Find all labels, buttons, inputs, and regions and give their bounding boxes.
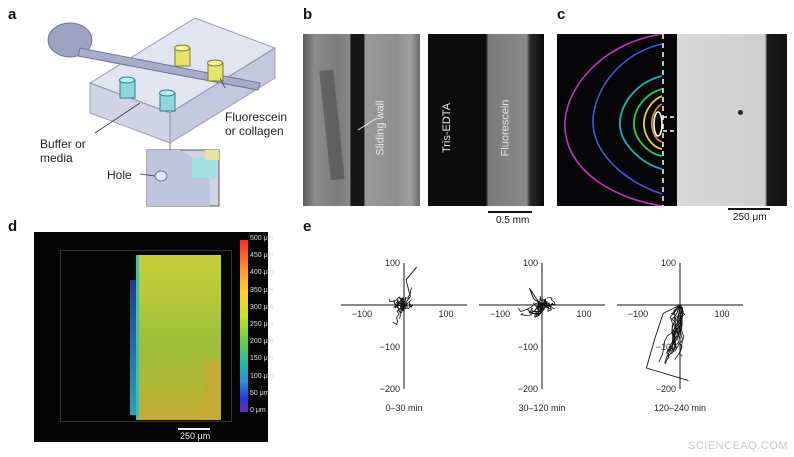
colorbar-tick-label: 400 μm <box>250 269 274 277</box>
y-tick-label: 100 <box>661 258 676 268</box>
colorbar-tick-label: 0 μm <box>250 407 266 414</box>
fluorescein-label-line2: or collagen <box>225 124 284 138</box>
fluorescein-image-label: Fluorescein <box>499 99 512 157</box>
3d-collagen-bulge <box>205 360 221 420</box>
time-window-caption: 120–240 min <box>654 403 706 413</box>
colorbar-tick-label: 50 μm <box>250 389 270 397</box>
scale-bar-c <box>728 208 770 210</box>
y-tick-label: 100 <box>523 258 538 268</box>
colorbar-tick-label: 100 μm <box>250 372 274 380</box>
cell-trajectory <box>664 304 683 364</box>
cell-trajectory <box>667 304 681 359</box>
3d-render-box-outline <box>60 250 232 422</box>
sliding-wall-micrograph <box>303 34 420 206</box>
cell-trajectory <box>398 297 406 306</box>
fluorescein-label-line1: Fluorescein <box>225 110 288 124</box>
panel-e-label: e <box>303 218 312 235</box>
cell-trajectory <box>541 302 556 312</box>
hole-label: Hole <box>107 168 132 182</box>
y-tick-label: −200 <box>518 384 538 394</box>
cell-trajectory <box>658 304 681 363</box>
panel-c-label: c <box>557 6 566 23</box>
cell-trajectory <box>527 304 543 314</box>
trajectory-plots: −100 100 100 −100 −200 0–30 min −100 100 100 −100… <box>341 258 743 413</box>
sliding-wall-pointer <box>357 117 378 131</box>
cell-trajectory <box>518 302 543 312</box>
3d-blue-edge <box>130 280 136 415</box>
cell-trajectory <box>672 304 686 353</box>
buffer-label-line2: media <box>40 151 73 165</box>
depth-colorbar <box>240 240 248 412</box>
particle-dot <box>738 110 743 115</box>
cell-trajectory <box>670 304 681 355</box>
buffer-label-line1: Buffer or <box>40 137 86 151</box>
x-tick-label: −100 <box>352 309 372 319</box>
scale-label-c: 250 μm <box>733 212 767 223</box>
time-window-caption: 30–120 min <box>518 403 565 413</box>
cell-trajectory <box>528 304 543 316</box>
cell-trajectory <box>403 302 414 310</box>
scale-label-d: 250 μm <box>180 431 211 441</box>
panel-a-label: a <box>8 6 17 23</box>
cell-trajectory <box>394 302 405 310</box>
y-tick-label: 100 <box>385 258 400 268</box>
cell-trajectory <box>541 297 556 307</box>
microfluidic-device-illustration <box>47 17 277 207</box>
cell-trajectory <box>389 296 405 306</box>
scale-label-b: 0.5 mm <box>496 215 530 226</box>
contour-image-bright <box>677 34 787 206</box>
contour-image-dark <box>557 34 677 206</box>
y-tick-label: −100 <box>656 342 676 352</box>
colorbar-tick-label: 500 μm <box>250 235 274 242</box>
y-tick-label: −200 <box>656 384 676 394</box>
y-tick-label: −100 <box>380 342 400 352</box>
cell-trajectory <box>672 304 681 350</box>
cell-trajectory <box>645 304 689 382</box>
cell-trajectory <box>674 304 684 360</box>
concentration-contours <box>564 34 677 206</box>
watermark: SCIENCEAQ.COM <box>688 440 789 452</box>
time-window-caption: 0–30 min <box>385 403 422 413</box>
x-tick-label: 100 <box>576 309 591 319</box>
panel-b-label: b <box>303 6 313 23</box>
tris-edta-label: Tris-EDTA <box>441 102 454 154</box>
cell-trajectory <box>397 304 408 319</box>
colorbar-tick-label: 450 μm <box>250 252 274 260</box>
colorbar-tick-label: 350 μm <box>250 286 274 294</box>
x-tick-label: 100 <box>714 309 729 319</box>
y-tick-label: −200 <box>380 384 400 394</box>
x-tick-label: −100 <box>490 309 510 319</box>
cell-trajectory <box>403 266 417 306</box>
fluorescence-image <box>428 34 544 206</box>
scale-bar-d <box>178 428 210 430</box>
x-tick-label: 100 <box>438 309 453 319</box>
colorbar-tick-label: 300 μm <box>250 303 274 311</box>
colorbar-tick-label: 250 μm <box>250 321 274 328</box>
panel-d-label: d <box>8 218 18 235</box>
colorbar-tick-label: 150 μm <box>250 355 274 363</box>
x-tick-label: −100 <box>628 309 648 319</box>
cell-trajectory <box>528 287 551 310</box>
colorbar-tick-label: 200 μm <box>250 338 274 346</box>
scale-bar-b <box>488 211 532 213</box>
y-tick-label: −100 <box>518 342 538 352</box>
